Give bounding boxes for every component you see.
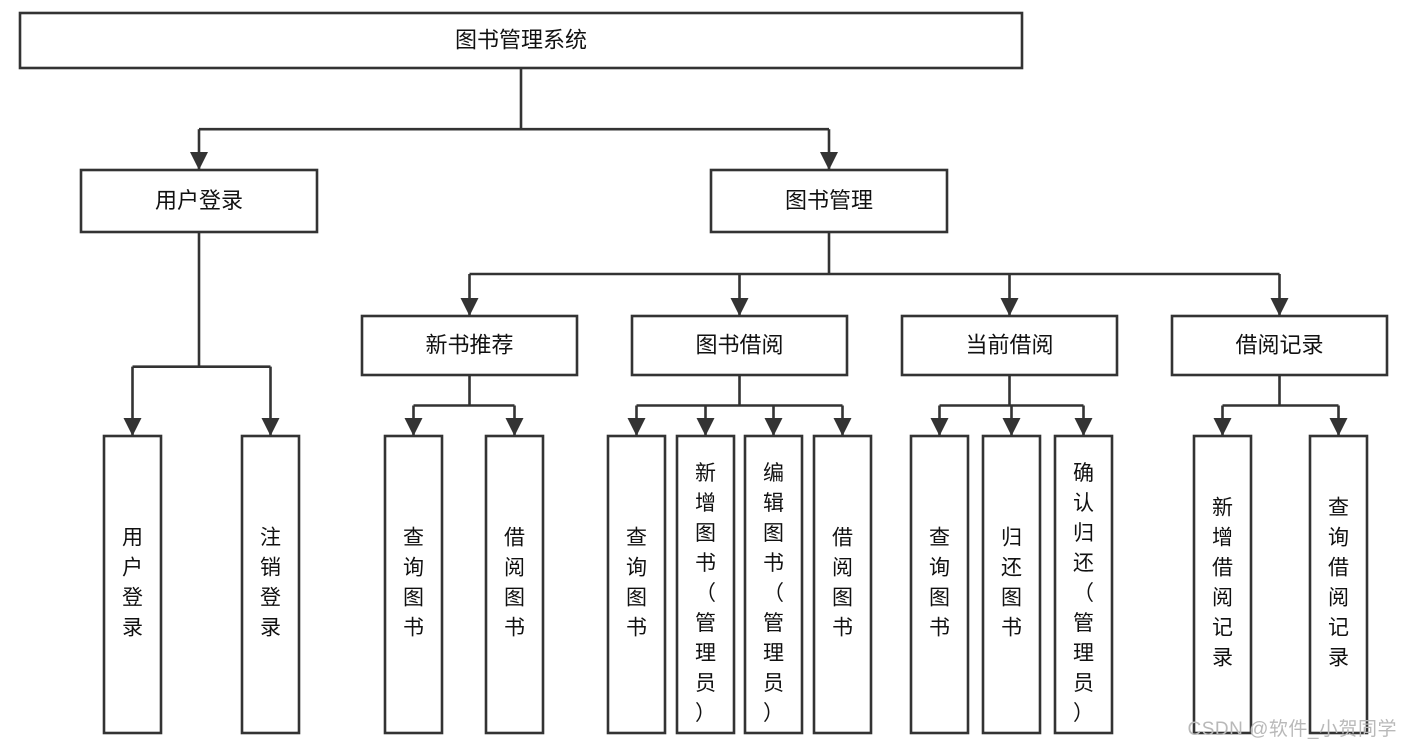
node-leaf-edit-book[interactable]: 编辑图书（管理员） — [743, 434, 804, 735]
csdn-watermark: CSDN @软件_小贺同学 — [1187, 719, 1397, 740]
arrow-head — [696, 418, 715, 436]
node-leaf-add-book[interactable]: 新增图书（管理员） — [675, 434, 736, 735]
node-label: 归还图书 — [1001, 527, 1022, 640]
node-box — [606, 434, 667, 735]
node-leaf-user-login[interactable]: 用户登录 — [102, 434, 163, 735]
arrow-head — [261, 418, 280, 436]
node-leaf-user-logout[interactable]: 注销登录 — [240, 434, 301, 735]
node-leaf-query-borrow-record[interactable]: 查询借阅记录 — [1308, 434, 1369, 735]
node-leaf-borrow-book-recommend[interactable]: 借阅图书 — [484, 434, 545, 735]
node-box — [900, 314, 1119, 377]
node-box — [1170, 314, 1389, 377]
node-box — [102, 434, 163, 735]
node-label: 用户登录 — [155, 188, 243, 213]
node-label: 借阅记录 — [1235, 332, 1323, 357]
node-box — [1308, 434, 1369, 735]
arrow-head — [820, 152, 838, 170]
node-root[interactable]: 图书管理系统 — [18, 11, 1024, 70]
node-leaf-borrow-book[interactable]: 借阅图书 — [812, 434, 873, 735]
node-box — [1192, 434, 1253, 735]
arrow-head — [404, 418, 423, 436]
node-label: 借阅图书 — [832, 527, 853, 640]
node-box — [909, 434, 970, 735]
node-label: 确认归还（管理员） — [1073, 462, 1094, 725]
node-box — [383, 434, 444, 735]
connector-layer — [123, 68, 1348, 436]
arrow-head — [833, 418, 852, 436]
node-label: 图书管理系统 — [455, 27, 587, 52]
node-label: 新书推荐 — [425, 332, 513, 357]
node-label: 注销登录 — [260, 527, 281, 640]
node-box — [484, 434, 545, 735]
node-label: 用户登录 — [122, 527, 143, 640]
node-label: 新增借阅记录 — [1212, 497, 1233, 670]
arrow-head — [1270, 298, 1289, 316]
node-layer: 图书管理系统用户登录图书管理新书推荐图书借阅当前借阅借阅记录用户登录注销登录查询… — [18, 11, 1389, 735]
arrow-head — [930, 418, 949, 436]
arrow-head — [1002, 418, 1021, 436]
node-leaf-add-borrow-record[interactable]: 新增借阅记录 — [1192, 434, 1253, 735]
node-leaf-query-book-borrow[interactable]: 查询图书 — [606, 434, 667, 735]
node-label: 当前借阅 — [965, 332, 1053, 357]
node-box — [240, 434, 301, 735]
arrow-head — [730, 298, 749, 316]
node-current-borrow[interactable]: 当前借阅 — [900, 314, 1119, 377]
node-box — [743, 434, 804, 735]
arrow-head — [1074, 418, 1093, 436]
node-leaf-return-book[interactable]: 归还图书 — [981, 434, 1042, 735]
node-user-login[interactable]: 用户登录 — [79, 168, 319, 234]
node-box — [79, 168, 319, 234]
node-borrow-record[interactable]: 借阅记录 — [1170, 314, 1389, 377]
arrow-head — [460, 298, 479, 316]
arrow-head — [505, 418, 524, 436]
node-leaf-query-book-current[interactable]: 查询图书 — [909, 434, 970, 735]
node-label: 图书借阅 — [695, 332, 783, 357]
node-box — [18, 11, 1024, 70]
node-leaf-confirm-return[interactable]: 确认归还（管理员） — [1053, 434, 1114, 735]
node-box — [360, 314, 579, 377]
node-box — [675, 434, 736, 735]
node-box — [981, 434, 1042, 735]
arrow-head — [1329, 418, 1348, 436]
arrow-head — [1213, 418, 1232, 436]
arrow-head — [764, 418, 783, 436]
node-label: 编辑图书（管理员） — [763, 462, 784, 725]
node-box — [1053, 434, 1114, 735]
node-label: 查询图书 — [626, 527, 647, 640]
node-box — [812, 434, 873, 735]
node-box — [709, 168, 949, 234]
node-label: 借阅图书 — [504, 527, 525, 640]
node-label: 查询图书 — [929, 527, 950, 640]
node-label: 查询图书 — [403, 527, 424, 640]
node-box — [630, 314, 849, 377]
node-label: 新增图书（管理员） — [695, 462, 716, 725]
node-book-management[interactable]: 图书管理 — [709, 168, 949, 234]
arrow-head — [123, 418, 142, 436]
arrow-head — [1000, 298, 1019, 316]
arrow-head — [190, 152, 208, 170]
node-book-borrow[interactable]: 图书借阅 — [630, 314, 849, 377]
node-leaf-query-book-recommend[interactable]: 查询图书 — [383, 434, 444, 735]
node-label: 图书管理 — [785, 188, 873, 213]
arrow-head — [627, 418, 646, 436]
node-new-book-recommend[interactable]: 新书推荐 — [360, 314, 579, 377]
node-label: 查询借阅记录 — [1328, 497, 1349, 670]
